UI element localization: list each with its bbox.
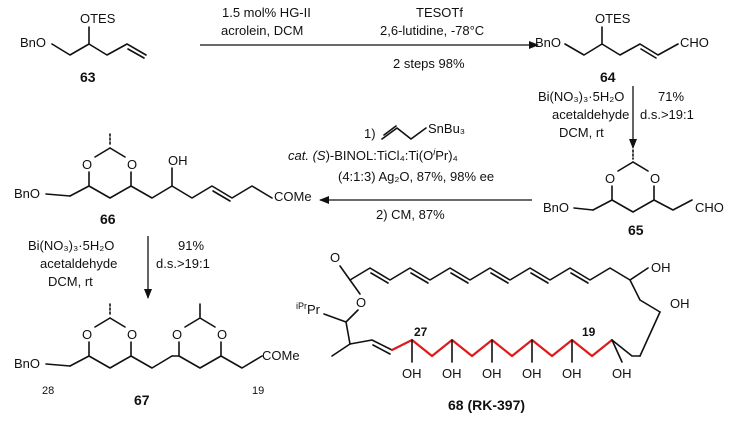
step4-cross-metathesis: 2) CM, 87% bbox=[376, 207, 445, 222]
locant-19: 19 bbox=[582, 325, 596, 339]
step2-conditions: 2,6-lutidine, -78°C bbox=[380, 23, 484, 38]
compound-68-caption: 68 (RK-397) bbox=[448, 397, 525, 413]
step5-selectivity: d.s.>19:1 bbox=[156, 256, 210, 271]
o-label: O bbox=[82, 157, 92, 172]
step1-conditions: acrolein, DCM bbox=[221, 23, 303, 38]
oh-label: OH bbox=[482, 366, 502, 381]
bno-label: BnO bbox=[535, 35, 561, 50]
step5-aldehyde: acetaldehyde bbox=[40, 256, 117, 271]
compound-64: BnO OTES CHO 64 bbox=[535, 11, 709, 85]
compound-number: 65 bbox=[628, 222, 644, 238]
step5-reagent: Bi(NO₃)₃·5H₂O bbox=[28, 238, 114, 253]
acetyl-label: COMe bbox=[262, 348, 300, 363]
carbonyl-o-label: O bbox=[330, 250, 340, 265]
locant-27: 27 bbox=[414, 325, 428, 339]
o-label: O bbox=[127, 327, 137, 342]
step3-conditions: DCM, rt bbox=[559, 125, 604, 140]
oh-label: OH bbox=[612, 366, 632, 381]
o-label: O bbox=[172, 327, 182, 342]
bno-label: BnO bbox=[20, 35, 46, 50]
step5-yield: 91% bbox=[178, 238, 204, 253]
allyl-tin-reagent: SnBu₃ bbox=[428, 121, 465, 136]
compound-68: O OH OH O iPrPr OH OH OH OH OH bbox=[296, 250, 690, 413]
step4-catalyst: cat. (S)-BINOL:TiCl₄:Ti(OiPr)₄ bbox=[288, 147, 458, 163]
oh-label: OH bbox=[670, 296, 690, 311]
compound-number: 64 bbox=[600, 69, 616, 85]
oh-label: OH bbox=[651, 260, 671, 275]
o-label: O bbox=[217, 327, 227, 342]
o-label: O bbox=[82, 327, 92, 342]
step4-part1: 1) bbox=[364, 126, 376, 141]
compound-63: BnO OTES 63 bbox=[20, 11, 147, 85]
locant-28: 28 bbox=[42, 385, 54, 397]
oh-label: OH bbox=[402, 366, 422, 381]
cho-label: CHO bbox=[680, 35, 709, 50]
step2-yield: 2 steps 98% bbox=[393, 56, 465, 71]
compound-number: 66 bbox=[100, 211, 116, 227]
step1-catalyst: 1.5 mol% HG-II bbox=[222, 5, 311, 20]
bno-label: BnO bbox=[14, 356, 40, 371]
otes-label: OTES bbox=[80, 11, 116, 26]
step3-selectivity: d.s.>19:1 bbox=[640, 107, 694, 122]
step-arrow-64-65: Bi(NO₃)₃·5H₂O acetaldehyde DCM, rt 71% d… bbox=[538, 86, 694, 149]
compound-number: 67 bbox=[134, 392, 150, 408]
oh-label: OH bbox=[168, 153, 188, 168]
step3-yield: 71% bbox=[658, 89, 684, 104]
locant-19: 19 bbox=[252, 385, 264, 397]
o-label: O bbox=[650, 171, 660, 186]
compound-number: 63 bbox=[80, 69, 96, 85]
isopropyl-label: iPrPr bbox=[296, 301, 321, 317]
step2-reagent: TESOTf bbox=[416, 5, 463, 20]
step-arrow-63-64: 1.5 mol% HG-II acrolein, DCM TESOTf 2,6-… bbox=[200, 5, 539, 71]
step4-ratio-yield: (4:1:3) Ag₂O, 87%, 98% ee bbox=[338, 169, 494, 184]
oh-label: OH bbox=[562, 366, 582, 381]
oh-label: OH bbox=[522, 366, 542, 381]
ester-o-label: O bbox=[356, 295, 366, 310]
step3-reagent: Bi(NO₃)₃·5H₂O bbox=[538, 89, 624, 104]
compound-65: O O BnO CHO 65 bbox=[543, 149, 724, 238]
oh-label: OH bbox=[442, 366, 462, 381]
compound-67: O O BnO 28 O O COMe 19 67 bbox=[14, 303, 300, 408]
step-arrow-65-66: 1) SnBu₃ cat. (S)-BINOL:TiCl₄:Ti(OiPr)₄ … bbox=[288, 121, 532, 222]
cho-label: CHO bbox=[695, 200, 724, 215]
step3-aldehyde: acetaldehyde bbox=[552, 107, 629, 122]
bno-label: BnO bbox=[543, 200, 569, 215]
step-arrow-66-67: Bi(NO₃)₃·5H₂O acetaldehyde DCM, rt 91% d… bbox=[28, 236, 210, 299]
o-label: O bbox=[605, 171, 615, 186]
bno-label: BnO bbox=[14, 186, 40, 201]
o-label: O bbox=[127, 157, 137, 172]
compound-66: O O BnO OH COMe 66 bbox=[14, 133, 312, 227]
acetyl-label: COMe bbox=[274, 189, 312, 204]
step5-conditions: DCM, rt bbox=[48, 274, 93, 289]
otes-label: OTES bbox=[595, 11, 631, 26]
